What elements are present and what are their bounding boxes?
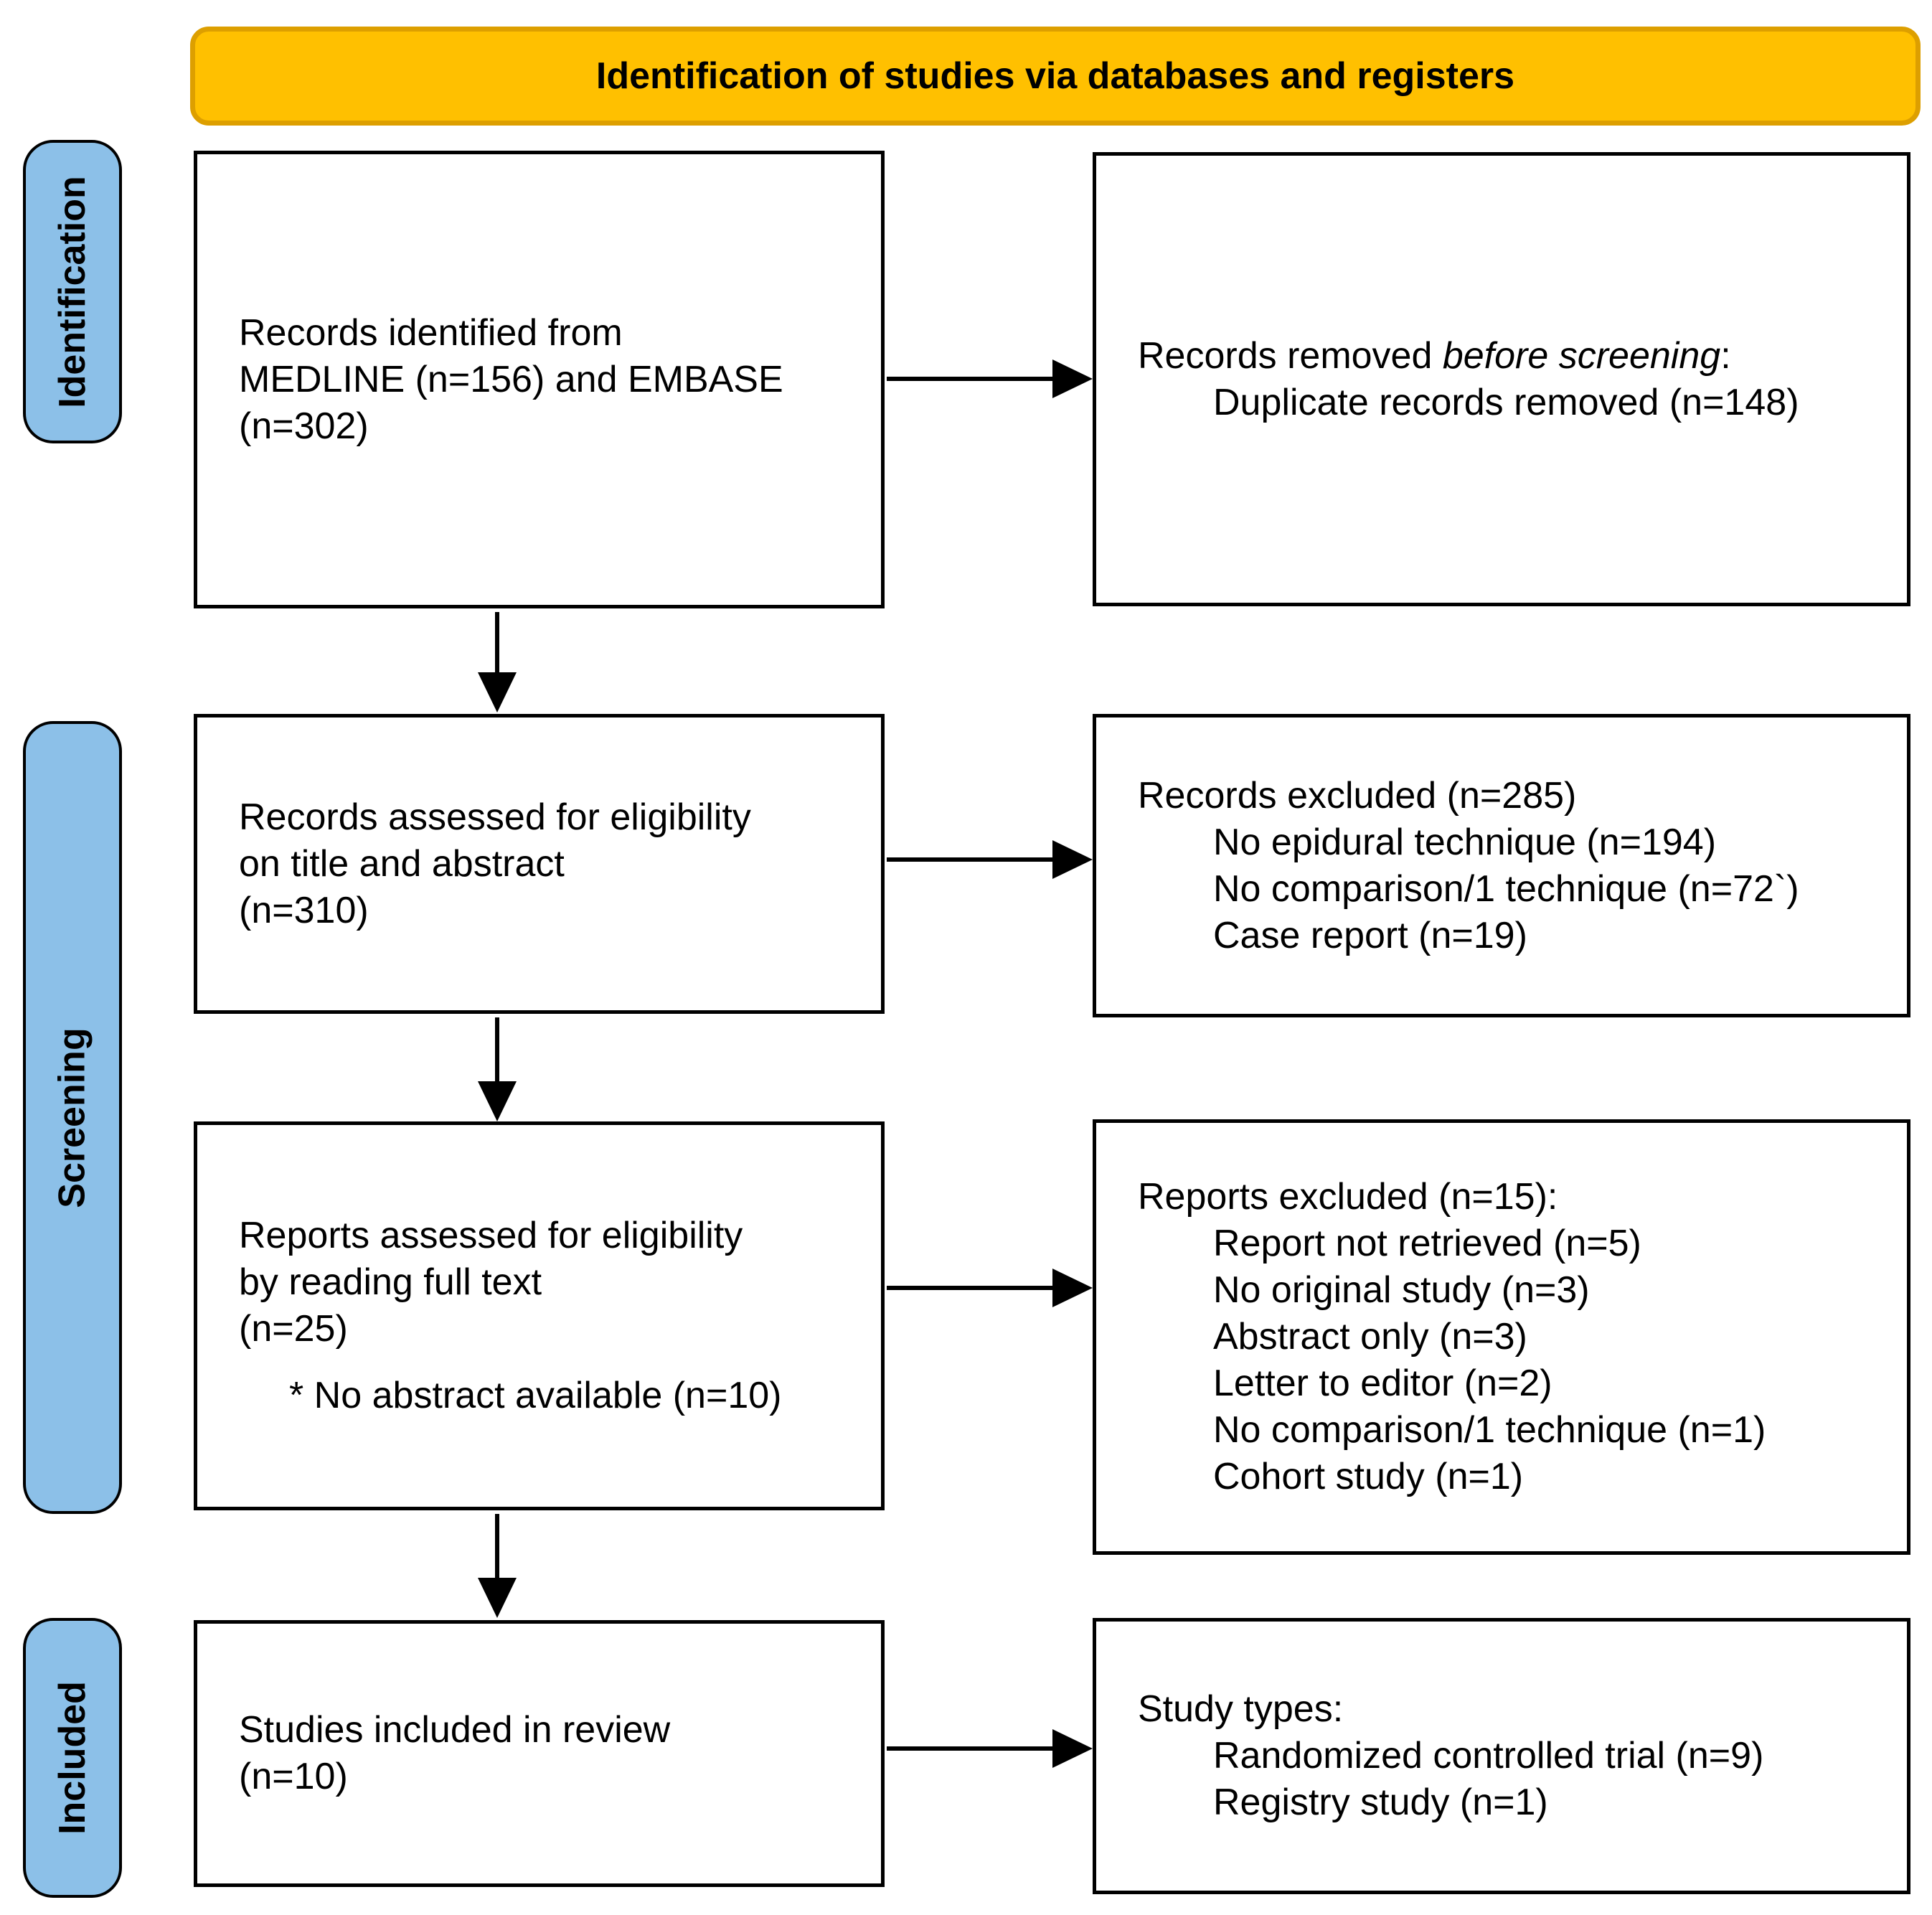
records-removed-line2: Duplicate records removed (n=148) — [1213, 381, 1799, 423]
arrow-identified-to-removed-head-icon — [1052, 359, 1093, 398]
stage-label-screening: Screening — [23, 721, 122, 1514]
records-excluded-line4: Case report (n=19) — [1213, 914, 1527, 956]
reports-excluded-line5: Letter to editor (n=2) — [1213, 1363, 1552, 1404]
arrow-identified-to-assessed-head-icon — [478, 672, 517, 712]
records-assessed-line2: on title and abstract — [239, 842, 565, 885]
arrow-included-to-types-head-icon — [1052, 1729, 1093, 1768]
box-records-removed: Records removed before screening: Duplic… — [1093, 152, 1910, 606]
arrow-assessed-to-reports-head-icon — [478, 1081, 517, 1121]
study-types-line2: Randomized controlled trial (n=9) — [1213, 1735, 1764, 1777]
box-records-assessed: Records assessed for eligibility on titl… — [194, 714, 885, 1014]
stage-label-included-text: Included — [52, 1681, 94, 1835]
reports-excluded-line6: No comparison/1 technique (n=1) — [1213, 1409, 1766, 1451]
records-identified-line3: (n=302) — [239, 405, 369, 447]
reports-assessed-line1: Reports assessed for eligibility — [239, 1215, 743, 1256]
arrow-assessed-to-excluded-line — [887, 857, 1055, 862]
records-assessed-line3: (n=310) — [239, 889, 369, 931]
studies-included-line1: Studies included in review — [239, 1709, 671, 1751]
reports-assessed-line2: by reading full text — [239, 1261, 542, 1303]
stage-label-identification: Identification — [23, 140, 122, 443]
box-studies-included: Studies included in review (n=10) — [194, 1620, 885, 1887]
box-study-types: Study types: Randomized controlled trial… — [1093, 1618, 1910, 1894]
reports-assessed-line4: * No abstract available (n=10) — [289, 1375, 782, 1416]
arrow-identified-to-assessed-line — [495, 612, 499, 674]
arrow-included-to-types-line — [887, 1746, 1055, 1751]
arrow-identified-to-removed-line — [887, 377, 1055, 381]
arrow-assessed-to-excluded-head-icon — [1052, 840, 1093, 879]
stage-label-screening-text: Screening — [52, 1027, 94, 1208]
studies-included-line2: (n=10) — [239, 1756, 348, 1797]
reports-excluded-line1: Reports excluded (n=15): — [1138, 1176, 1558, 1218]
arrow-assessed-to-reports-line — [495, 1017, 499, 1083]
arrow-reports-to-included-head-icon — [478, 1578, 517, 1618]
reports-excluded-line7: Cohort study (n=1) — [1213, 1456, 1524, 1497]
records-removed-line1-italic: before screening — [1442, 334, 1721, 377]
records-assessed-line1: Records assessed for eligibility — [239, 796, 751, 838]
records-excluded-line1: Records excluded (n=285) — [1138, 774, 1577, 817]
reports-excluded-line4: Abstract only (n=3) — [1213, 1316, 1527, 1358]
records-removed-line1: Records removed before screening: — [1138, 333, 1880, 380]
reports-assessed-line3: (n=25) — [239, 1308, 348, 1350]
records-identified-line2: MEDLINE (n=156) and EMBASE — [239, 358, 783, 400]
reports-excluded-line3: No original study (n=3) — [1213, 1269, 1590, 1311]
box-records-identified: Records identified from MEDLINE (n=156) … — [194, 151, 885, 608]
study-types-line1: Study types: — [1138, 1688, 1344, 1730]
study-types-line3: Registry study (n=1) — [1213, 1782, 1548, 1823]
title-banner-text: Identification of studies via databases … — [595, 55, 1515, 97]
box-records-excluded: Records excluded (n=285) No epidural tec… — [1093, 714, 1910, 1017]
records-identified-line1: Records identified from — [239, 311, 623, 354]
records-excluded-line2: No epidural technique (n=194) — [1213, 821, 1717, 863]
box-reports-assessed: Reports assessed for eligibility by read… — [194, 1121, 885, 1510]
reports-excluded-line2: Report not retrieved (n=5) — [1213, 1223, 1641, 1264]
arrow-reports-to-excluded-line — [887, 1286, 1055, 1290]
box-reports-excluded: Reports excluded (n=15): Report not retr… — [1093, 1119, 1910, 1555]
arrow-reports-to-included-line — [495, 1514, 499, 1579]
records-removed-line1-end: : — [1720, 334, 1731, 377]
records-removed-line1-normal: Records removed — [1138, 334, 1443, 377]
records-excluded-line3: No comparison/1 technique (n=72`) — [1213, 867, 1799, 910]
title-banner: Identification of studies via databases … — [190, 27, 1921, 126]
stage-label-identification-text: Identification — [52, 175, 93, 408]
arrow-reports-to-excluded-head-icon — [1052, 1269, 1093, 1307]
stage-label-included: Included — [23, 1618, 122, 1898]
